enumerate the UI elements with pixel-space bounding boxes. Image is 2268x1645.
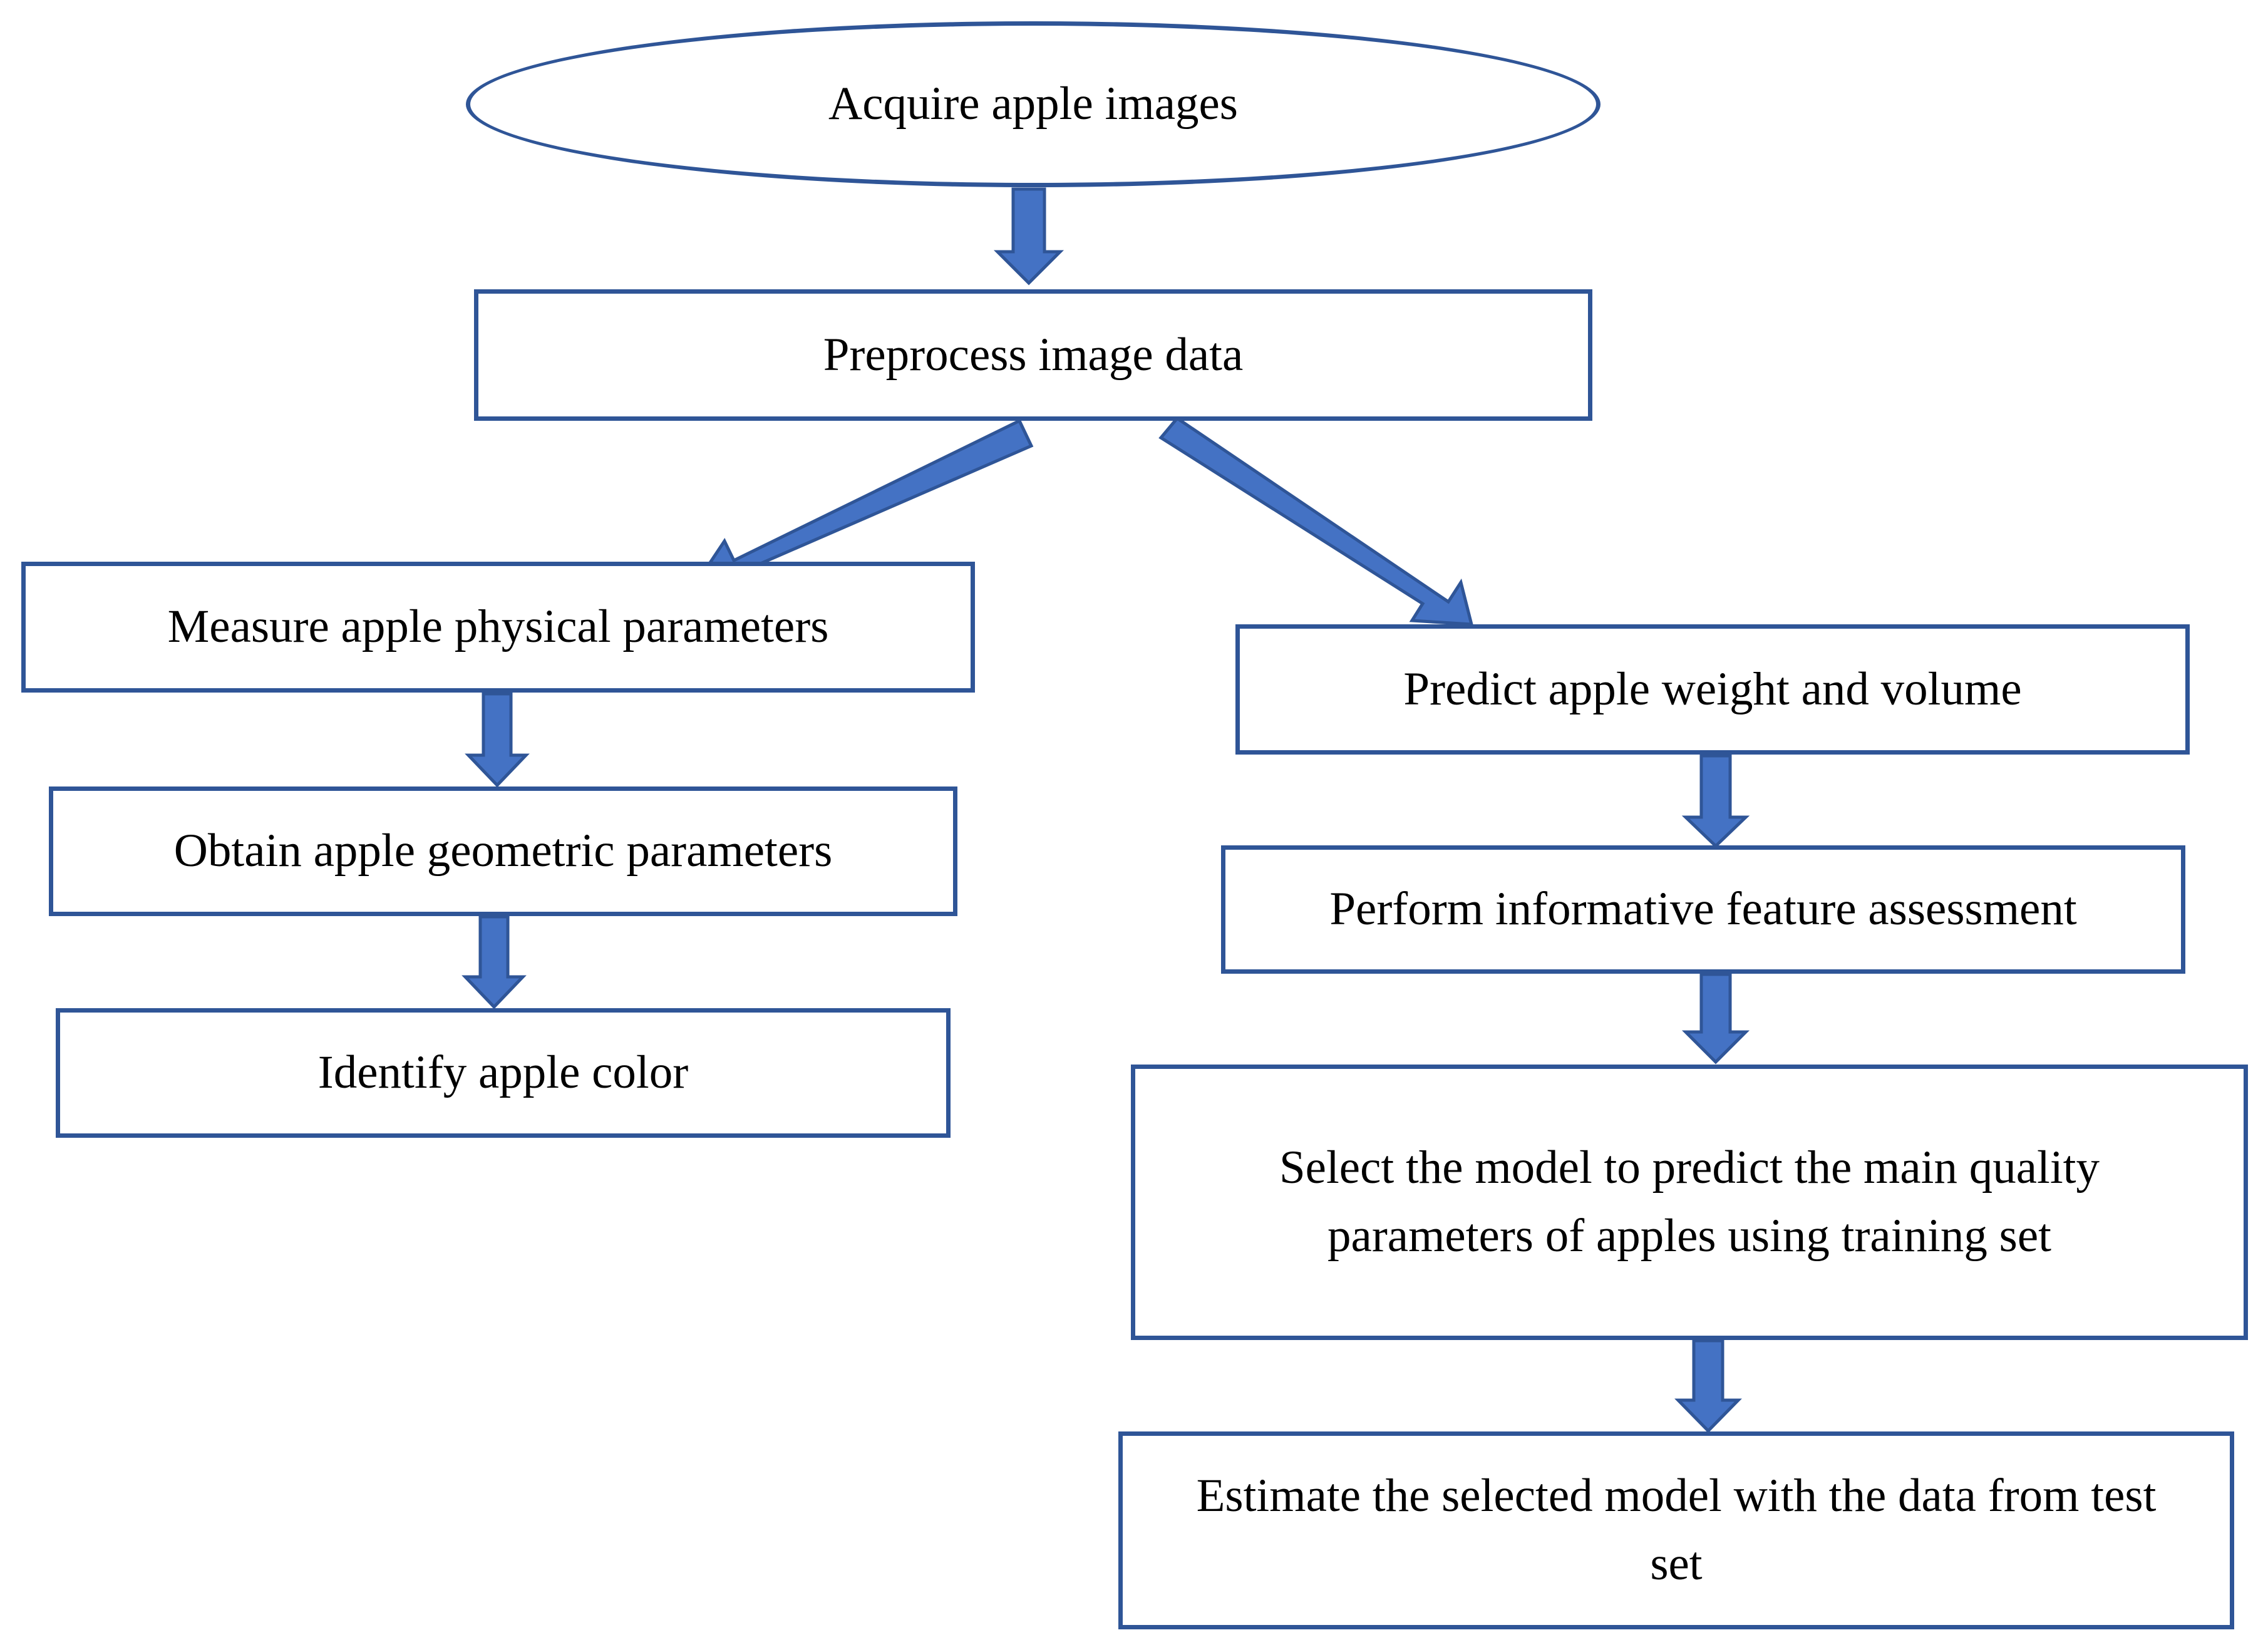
node-predict-weight-volume: Predict apple weight and volume [1235,624,2190,755]
arrow-acquire-to-preprocess [993,187,1064,286]
arrow-measure-to-obtain [465,692,530,788]
node-preprocess-label: Preprocess image data [823,328,1244,381]
node-measure-physical-parameters: Measure apple physical parameters [21,562,975,693]
node-select-model: Select the model to predict the main qua… [1131,1065,2248,1340]
node-identify-apple-color: Identify apple color [56,1008,951,1138]
arrow-preprocess-to-predict [1158,416,1474,626]
arrow-obtain-to-identify [461,915,527,1009]
node-measure-label: Measure apple physical parameters [167,601,829,653]
node-estimate-model: Estimate the selected model with the dat… [1118,1431,2234,1629]
node-acquire-images: Acquire apple images [466,21,1600,187]
arrow-predict-to-perform [1681,754,1750,848]
node-preprocess-image-data: Preprocess image data [474,289,1592,421]
node-estimate-label: Estimate the selected model with the dat… [1196,1470,2157,1590]
arrow-select-to-estimate [1674,1339,1742,1433]
node-identify-label: Identify apple color [317,1046,689,1099]
node-obtain-label: Obtain apple geometric parameters [173,825,833,877]
node-perform-feature-assessment: Perform informative feature assessment [1221,845,2185,974]
node-obtain-geometric-parameters: Obtain apple geometric parameters [49,786,957,916]
node-select-label: Select the model to predict the main qua… [1279,1142,2100,1262]
node-perform-label: Perform informative feature assessment [1329,883,2077,936]
arrow-perform-to-select [1681,972,1750,1065]
node-predict-label: Predict apple weight and volume [1403,663,2022,715]
node-acquire-label: Acquire apple images [828,78,1238,130]
